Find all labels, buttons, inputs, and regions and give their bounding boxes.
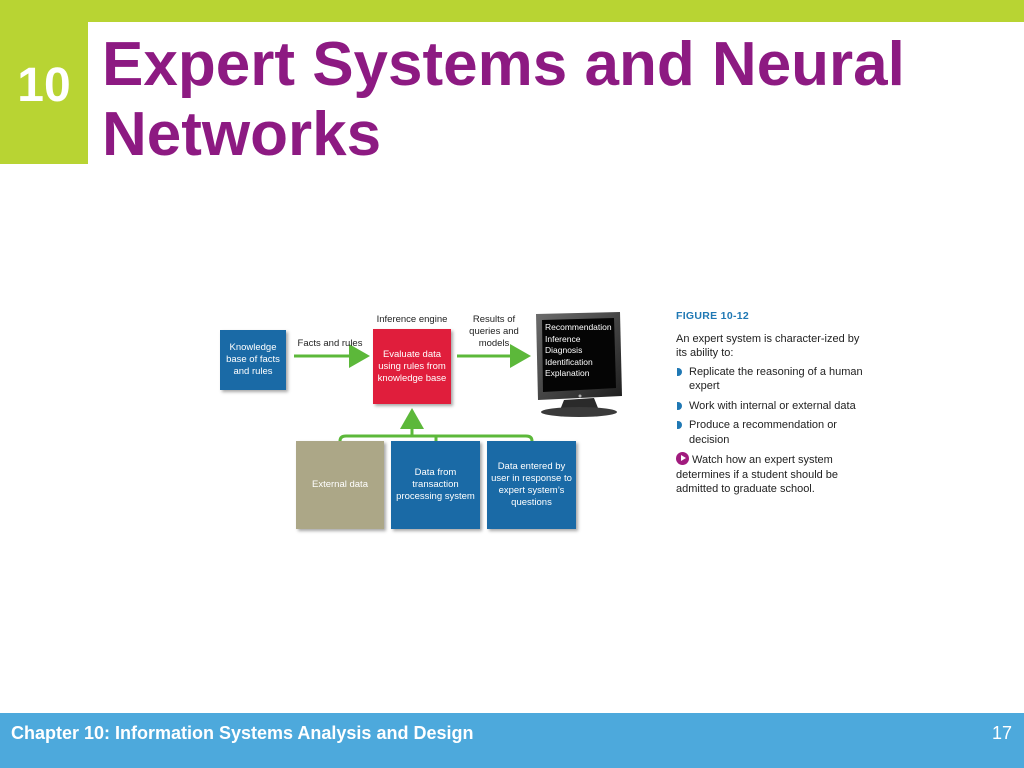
caption-intro: An expert system is character-ized by it… [676,332,860,360]
inference-engine-label: Inference engine [376,314,448,325]
bullet-icon [677,367,682,376]
bullet-icon [677,421,682,429]
slide-footer: Chapter 10: Information Systems Analysis… [0,713,1024,768]
chapter-number-badge: 10 [0,22,88,164]
evaluate-data-box: Evaluate data using rules from knowledge… [373,329,451,404]
play-icon[interactable] [676,452,689,465]
monitor-screen-text: Recommendation Inference Diagnosis Ident… [545,322,612,380]
screen-item: Recommendation [545,322,612,332]
external-data-box: External data [296,441,384,529]
screen-item: Inference [545,333,581,344]
bullet-icon [677,401,682,410]
transaction-data-box: Data from transaction processing system [391,441,480,529]
caption-bullet: Produce a recommendation or decision [676,418,866,447]
facts-rules-label: Facts and rules [297,338,363,349]
user-entered-data-box: Data entered by user in response to expe… [487,441,576,529]
slide-title: Expert Systems and Neural Networks [102,30,905,169]
figure-number: FIGURE 10-12 [676,310,750,322]
figure-caption: FIGURE 10-12 An expert system is charact… [676,309,866,497]
screen-item: Diagnosis [545,345,583,355]
knowledge-base-box: Knowledge base of facts and rules [220,330,286,390]
caption-bullet: Work with internal or external data [676,399,866,414]
top-accent-bar [0,0,1024,22]
footer-chapter-text: Chapter 10: Information Systems Analysis… [11,723,474,743]
watch-video-link[interactable]: Watch how an expert system determines if… [676,452,839,495]
screen-item: Explanation [545,368,590,378]
results-label: Results of queries and models [469,314,519,349]
page-number: 17 [991,723,1012,743]
screen-item: Identification [545,356,593,367]
monitor-icon [536,312,622,417]
caption-bullet: Replicate the reasoning of a human exper… [676,365,866,394]
